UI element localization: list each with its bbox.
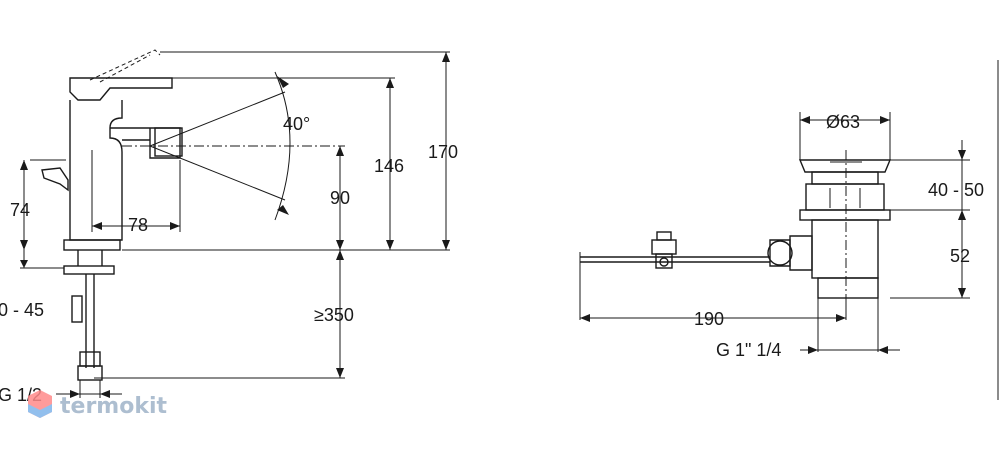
dim-350-label: ≥350 xyxy=(314,305,354,325)
dim-90-label: 90 xyxy=(330,188,350,208)
faucet-body xyxy=(69,100,123,241)
hose-nut xyxy=(77,365,103,381)
hose-connector xyxy=(79,351,101,367)
faucet-drawing: 40° 74 78 146 170 90 0 - 45 ≥350 G 1/2 xyxy=(0,49,458,405)
waste-flange xyxy=(811,171,879,185)
faucet-base xyxy=(63,239,121,251)
dim-78-label: 78 xyxy=(128,215,148,235)
dim-190-label: 190 xyxy=(694,309,724,329)
dim-angle-label: 40° xyxy=(283,114,310,134)
faucet-aerator xyxy=(154,127,183,157)
faucet-handle xyxy=(69,77,173,101)
dim-74-label: 74 xyxy=(10,200,30,220)
waste-cap xyxy=(798,159,892,173)
mounting-nut xyxy=(63,265,115,275)
dim-146-label: 146 xyxy=(374,156,404,176)
dim-52-label: 52 xyxy=(950,246,970,266)
dim-range-label: 40 - 50 xyxy=(928,180,984,200)
popup-lever xyxy=(41,167,69,192)
supply-hose xyxy=(85,330,95,368)
dim-thread-label-waste: G 1" 1/4 xyxy=(716,340,781,360)
watermark-text: termokit xyxy=(60,394,167,419)
waste-drawing: Ø63 40 - 50 52 190 G 1" 1/4 xyxy=(579,60,999,400)
dim-diameter-label: Ø63 xyxy=(826,112,860,132)
waste-tail xyxy=(817,277,879,299)
waste-side-connector xyxy=(789,235,813,271)
rod-clip xyxy=(651,239,677,255)
mounting-stud xyxy=(71,295,83,323)
handle-open-position xyxy=(89,49,161,83)
rod-clip-screw xyxy=(656,231,672,241)
dim-170-label: 170 xyxy=(428,142,458,162)
watermark-logo: termokit xyxy=(28,390,167,419)
waste-nut xyxy=(799,209,891,221)
dim-hole-label: 0 - 45 xyxy=(0,300,44,320)
waste-body xyxy=(811,219,879,279)
waste-ring xyxy=(805,183,885,211)
